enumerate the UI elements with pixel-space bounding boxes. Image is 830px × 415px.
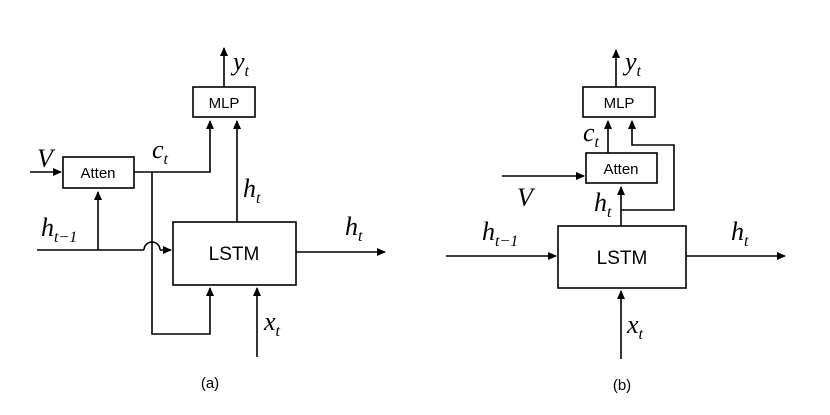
lstm-label-b: LSTM [597, 248, 648, 269]
atten-label-a: Atten [80, 165, 115, 182]
label-c-a: ct [152, 135, 169, 168]
lstm-block-b: LSTM [557, 225, 687, 289]
label-v-b: V [517, 183, 536, 212]
label-h-up-a: ht [243, 174, 261, 207]
label-y-b: yt [622, 47, 642, 80]
lstm-label-a: LSTM [209, 244, 260, 265]
label-x-b: xt [626, 310, 644, 343]
atten-block-b: Atten [585, 152, 658, 184]
mlp-label-a: MLP [209, 95, 240, 112]
arrow-c-to-mlp-a [134, 120, 214, 173]
lstm-block-a: LSTM [172, 221, 297, 286]
arrow-h-to-mlp-b [621, 120, 675, 211]
arrow-c-loop-a [151, 172, 214, 335]
diagram-b: MLP Atten LSTM yt ct V ht ht−1 ht xt (b) [446, 47, 786, 394]
atten-label-b: Atten [603, 161, 638, 178]
caption-b: (b) [613, 377, 631, 394]
diagram-a: MLP Atten LSTM yt ct V ht−1 ht ht xt (a) [30, 47, 386, 392]
atten-block-a: Atten [62, 156, 135, 189]
caption-a: (a) [201, 375, 219, 392]
label-v-a: V [37, 144, 56, 173]
label-h-prev-a: ht−1 [41, 213, 77, 246]
label-x-a: xt [263, 307, 281, 340]
label-c-b: ct [583, 118, 600, 151]
label-y-a: yt [230, 47, 250, 80]
mlp-block-b: MLP [582, 86, 656, 118]
label-h-up-b: ht [594, 188, 612, 221]
label-h-out-a: ht [345, 212, 363, 245]
label-h-prev-b: ht−1 [482, 217, 518, 250]
label-h-out-b: ht [731, 217, 749, 250]
mlp-block-a: MLP [192, 86, 256, 118]
mlp-label-b: MLP [604, 95, 635, 112]
